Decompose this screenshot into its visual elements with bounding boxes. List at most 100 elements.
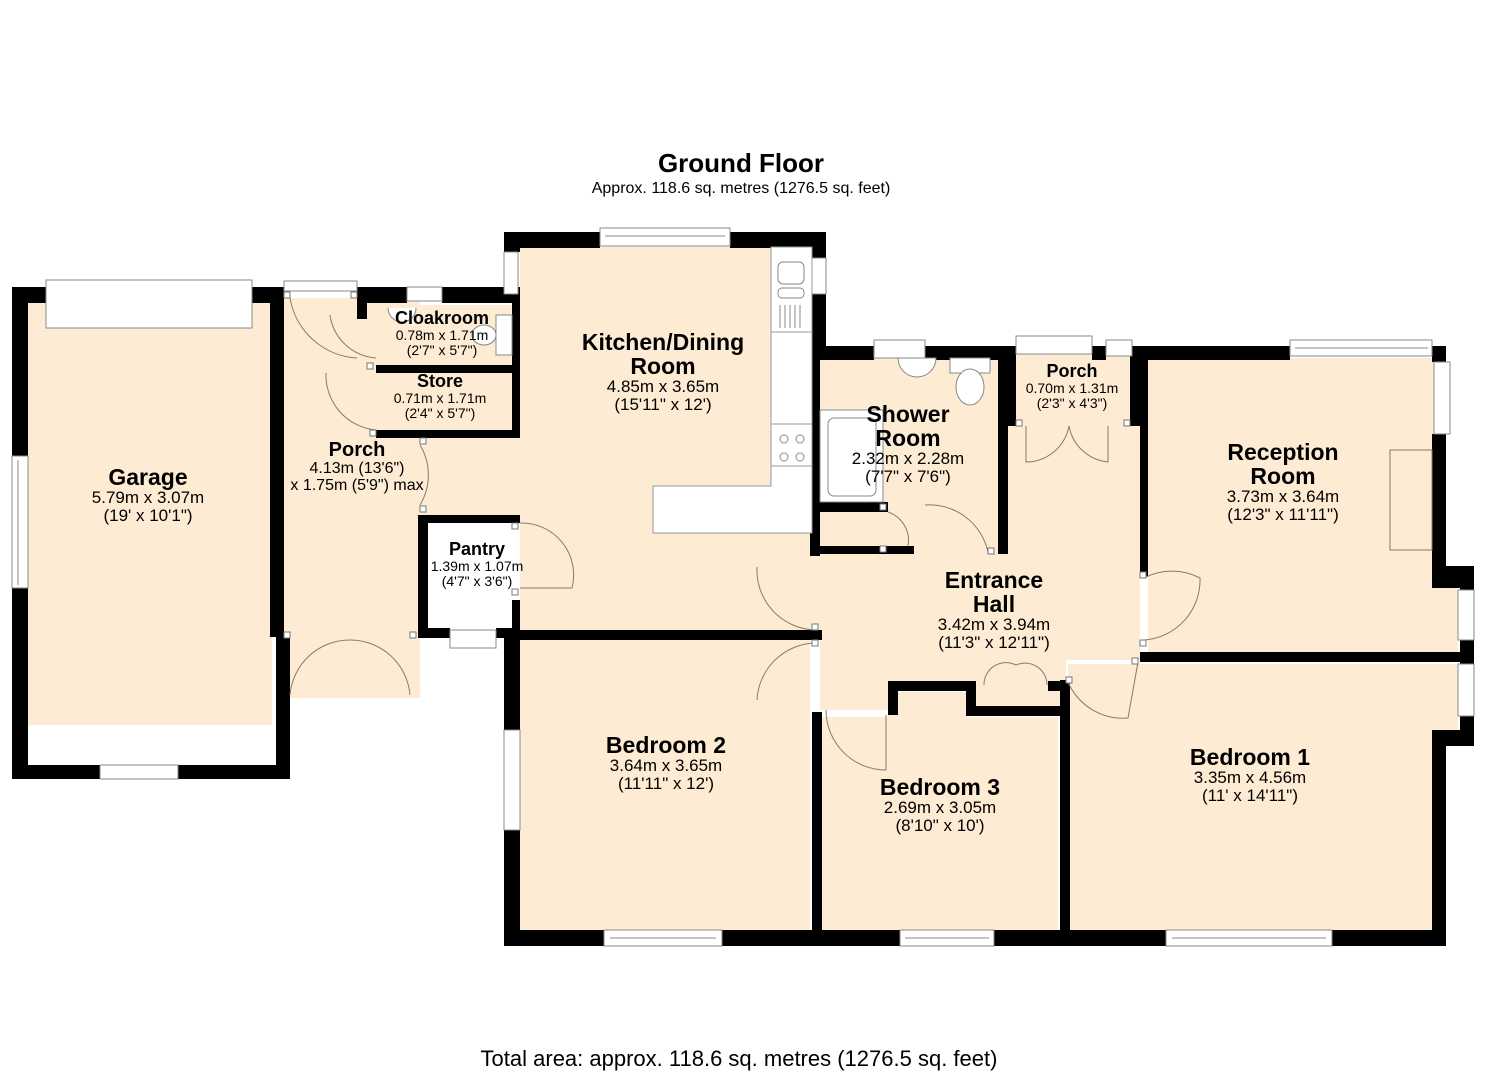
room-imperial: (11' x 14'11") xyxy=(1201,785,1298,805)
room-metric: 5.79m x 3.07m xyxy=(91,488,205,508)
kitchen-sink-icon xyxy=(777,261,805,285)
room-name-line1: Kitchen/Dining xyxy=(581,329,745,355)
room-imperial: (11'3" x 12'11") xyxy=(938,633,1050,653)
room-name: Cloakroom xyxy=(394,308,490,328)
store-floor xyxy=(380,372,512,430)
room-metric: 4.85m x 3.65m xyxy=(606,377,720,397)
floor-fills xyxy=(28,247,1458,930)
room-label-reception: Reception Room 3.73m x 3.64m (12'3" x 11… xyxy=(1227,440,1339,524)
door-jambs xyxy=(283,291,1147,684)
room-name-line2: Room xyxy=(1250,463,1316,490)
room-metric: 0.78m x 1.71m xyxy=(395,326,489,343)
room-imperial: (2'7" x 5'7") xyxy=(406,341,478,358)
bedroom1-door-swing xyxy=(1067,661,1139,719)
room-metric: 3.73m x 3.64m xyxy=(1226,487,1340,507)
bedroom2-side-window xyxy=(503,729,521,831)
hall-cupboard-doors xyxy=(983,662,1048,686)
room-imperial: (12'3" x 11'11") xyxy=(1227,505,1339,525)
cloak-toilet-icon xyxy=(471,324,497,346)
cloak-window xyxy=(406,286,443,302)
room-metric: 3.64m x 3.65m xyxy=(609,756,723,776)
room-name: Porch xyxy=(328,439,386,461)
room-metric: 3.35m x 4.56m xyxy=(1193,768,1307,788)
cloak-basin-icon xyxy=(387,307,417,323)
garage-door-area xyxy=(28,725,272,765)
kitchen-right-window xyxy=(811,257,827,295)
bedroom1-side-window xyxy=(1457,663,1475,717)
total-area-footer: Total area: approx. 118.6 sq. metres (12… xyxy=(480,1046,998,1071)
room-metric: 0.70m x 1.31m xyxy=(1025,379,1119,396)
store-door-swing xyxy=(325,372,377,431)
toilet-icon xyxy=(955,368,985,406)
room-label-porch-west: Porch 4.13m (13'6") x 1.75m (5'9") max xyxy=(290,440,423,495)
windows xyxy=(11,227,1475,947)
room-metric: 0.71m x 1.71m xyxy=(393,389,487,406)
hob-ring-icon xyxy=(779,434,789,444)
room-name: Bedroom 3 xyxy=(879,774,1001,800)
porch-east-double-doors xyxy=(1025,425,1109,463)
garage-side-window xyxy=(11,455,29,589)
room-imperial: (7'7" x 7'6") xyxy=(865,467,951,487)
room-label-porch-east: Porch 0.70m x 1.31m (2'3" x 4'3") xyxy=(1026,362,1119,410)
room-imperial: (2'4" x 5'7") xyxy=(404,404,476,421)
cloak-toilet-cistern xyxy=(495,314,513,356)
room-metric: 4.13m (13'6") xyxy=(309,460,405,477)
room-label-bedroom1: Bedroom 1 3.35m x 4.56m (11' x 14'11") xyxy=(1190,745,1310,805)
floor-title: Ground Floor xyxy=(657,148,825,178)
room-label-cloakroom: Cloakroom 0.78m x 1.71m (2'7" x 5'7") xyxy=(395,309,489,357)
room-label-pantry: Pantry 1.39m x 1.07m (4'7" x 3'6") xyxy=(431,540,524,588)
bedroom1-floor xyxy=(1068,664,1458,930)
kitchen-island xyxy=(652,465,813,534)
entrance-hall-floor xyxy=(812,432,1140,710)
kitchen-counter xyxy=(770,331,813,425)
kitchen-porch-door-swing xyxy=(419,444,429,506)
bedroom2-door-swing xyxy=(756,642,816,701)
room-imperial: (4'7" x 3'6") xyxy=(441,572,513,589)
room-name: Porch xyxy=(1046,361,1098,381)
room-metric: 3.42m x 3.94m xyxy=(937,615,1051,635)
room-label-entrance-hall: Entrance Hall 3.42m x 3.94m (11'3" x 12'… xyxy=(938,568,1050,652)
room-name: Bedroom 2 xyxy=(605,732,727,758)
fixtures xyxy=(387,246,1433,551)
room-metric: 2.69m x 3.05m xyxy=(883,798,997,818)
shower-basin-icon xyxy=(897,357,937,378)
pantry-door-swing xyxy=(519,522,575,589)
pantry-window xyxy=(449,629,497,649)
room-name: Pantry xyxy=(448,539,506,559)
room-imperial: (15'11" x 12') xyxy=(614,395,712,415)
kitchen-floor xyxy=(420,247,812,632)
room-imperial: (11'11" x 12') xyxy=(617,773,714,793)
porch-double-doors xyxy=(289,639,411,696)
porch-east-floor xyxy=(1006,352,1140,432)
room-label-bedroom2: Bedroom 2 3.64m x 3.65m (11'11" x 12') xyxy=(606,733,726,793)
room-name-line1: Shower xyxy=(866,401,950,427)
walls xyxy=(12,232,1474,946)
floor-area-subtitle: Approx. 118.6 sq. metres (1276.5 sq. fee… xyxy=(591,180,891,197)
room-name-line2: Room xyxy=(630,353,696,380)
cloak-door-swing xyxy=(329,314,377,359)
garage-bottom-window xyxy=(99,764,179,780)
room-label-kitchen: Kitchen/Dining Room 4.85m x 3.65m (15'11… xyxy=(582,330,744,414)
kitchen-hall-door-swing xyxy=(756,566,816,631)
room-name-line2: Hall xyxy=(972,591,1016,618)
doors xyxy=(289,297,1201,771)
kitchen-left-window xyxy=(503,251,519,295)
shower-cupboard-door xyxy=(887,511,909,547)
room-name: Store xyxy=(416,371,464,391)
garage-floor xyxy=(28,300,272,725)
room-name-line2: Room xyxy=(875,425,941,452)
reception-door-swing xyxy=(1143,570,1201,641)
hob xyxy=(770,423,813,467)
room-imperial: (2'3" x 4'3") xyxy=(1036,394,1108,411)
room-name-line1: Entrance xyxy=(944,567,1044,593)
shower-window xyxy=(873,339,926,359)
room-imperial: (8'10" x 10') xyxy=(895,815,985,835)
porch-east-door-top xyxy=(1015,335,1093,355)
kitchen-top-window xyxy=(599,227,731,247)
room-metric: 2.32m x 2.28m xyxy=(851,449,965,469)
room-label-bedroom3: Bedroom 3 2.69m x 3.05m (8'10" x 10') xyxy=(880,775,1000,835)
room-label-garage: Garage 5.79m x 3.07m (19' x 10'1") xyxy=(92,465,204,525)
garage-top-window xyxy=(45,279,253,329)
bedroom2-floor xyxy=(518,640,810,930)
